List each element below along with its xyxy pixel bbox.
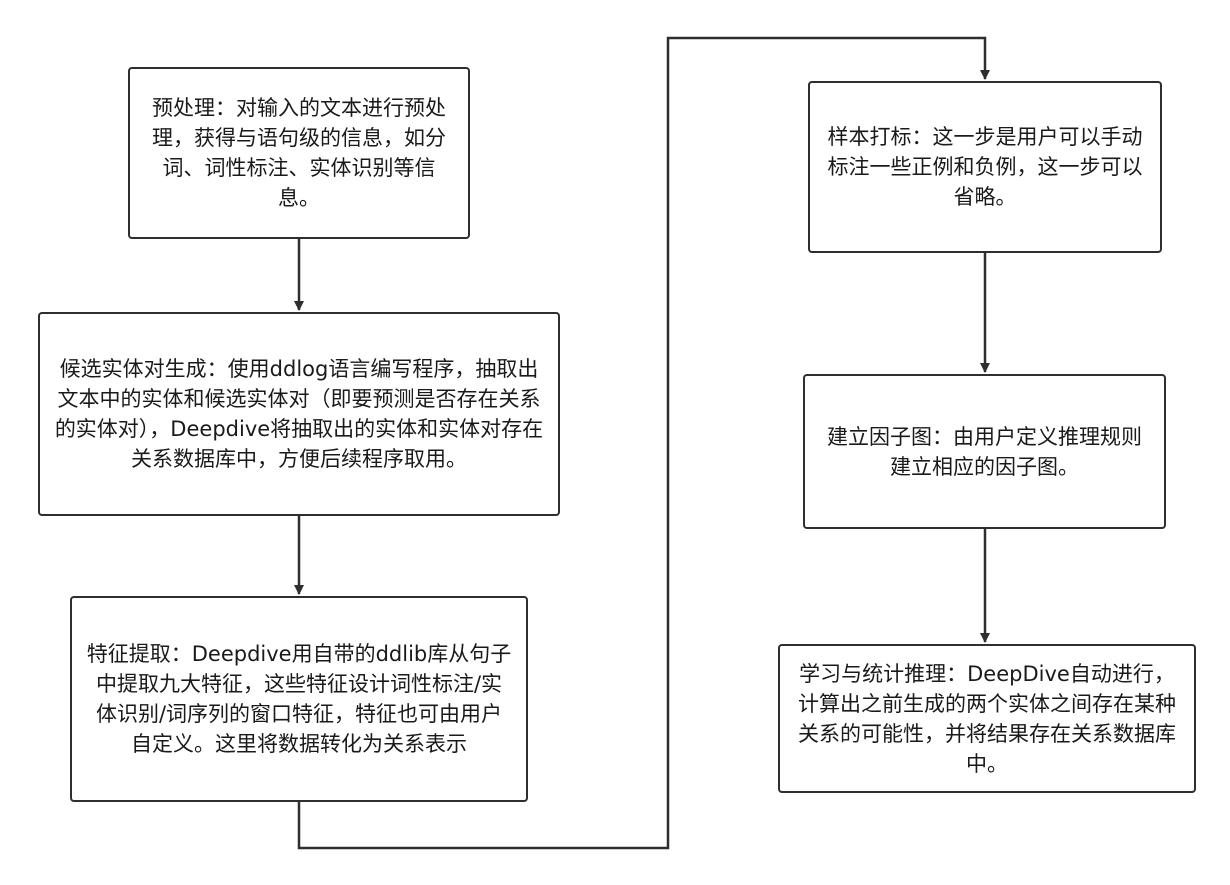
arrow-feature-to-labeling (297, 36, 990, 850)
step-feature-extraction: 特征提取：Deepdive用自带的ddlib库从句子中提取九大特征，这些特征设计… (70, 596, 528, 802)
step-preprocessing-text: 预处理：对输入的文本进行预处理，获得与语句级的信息，如分词、词性标注、实体识别等… (152, 96, 446, 210)
step-sample-labeling: 样本打标：这一步是用户可以手动标注一些正例和负例，这一步可以省略。 (808, 81, 1162, 253)
step-candidate-generation-text: 候选实体对生成：使用ddlog语言编写程序，抽取出文本中的实体和候选实体对（即要… (54, 357, 544, 471)
step-learning-inference: 学习与统计推理：DeepDive自动进行，计算出之前生成的两个实体之间存在某种关… (778, 644, 1196, 793)
step-candidate-generation: 候选实体对生成：使用ddlog语言编写程序，抽取出文本中的实体和候选实体对（即要… (38, 312, 560, 516)
step-factor-graph: 建立因子图：由用户定义推理规则建立相应的因子图。 (803, 374, 1166, 529)
step-factor-graph-text: 建立因子图：由用户定义推理规则建立相应的因子图。 (827, 424, 1142, 479)
step-preprocessing: 预处理：对输入的文本进行预处理，获得与语句级的信息，如分词、词性标注、实体识别等… (128, 67, 470, 239)
step-feature-extraction-text: 特征提取：Deepdive用自带的ddlib库从句子中提取九大特征，这些特征设计… (86, 642, 512, 756)
step-learning-inference-text: 学习与统计推理：DeepDive自动进行，计算出之前生成的两个实体之间存在某种关… (798, 661, 1176, 776)
step-sample-labeling-text: 样本打标：这一步是用户可以手动标注一些正例和负例，这一步可以省略。 (827, 125, 1143, 209)
